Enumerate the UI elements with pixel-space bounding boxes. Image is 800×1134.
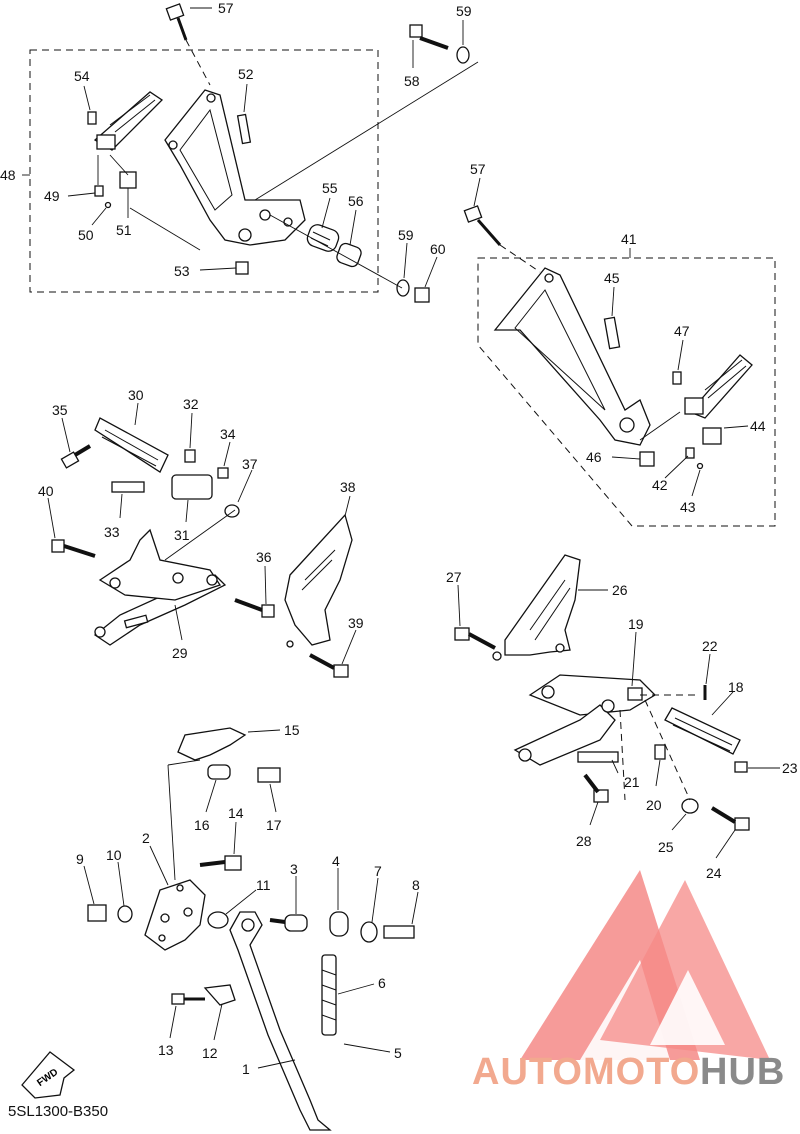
callout-22: 22 (702, 638, 718, 654)
callout-2: 2 (142, 830, 150, 846)
callout-17: 17 (266, 817, 282, 833)
callout-29: 29 (172, 645, 188, 661)
callout-59-mid: 59 (398, 227, 414, 243)
callout-48: 48 (0, 167, 16, 183)
callout-44: 44 (750, 418, 766, 434)
callout-49: 49 (44, 188, 60, 204)
callout-56: 56 (348, 193, 364, 209)
callout-58: 58 (404, 73, 420, 89)
right-footrest-assembly (454, 554, 750, 831)
callout-32: 32 (183, 396, 199, 412)
callout-25: 25 (658, 839, 674, 855)
callout-36: 36 (256, 549, 272, 565)
callout-39: 39 (348, 615, 364, 631)
callout-28: 28 (576, 833, 592, 849)
callout-57-right: 57 (470, 161, 486, 177)
callout-16: 16 (194, 817, 210, 833)
callout-50: 50 (78, 227, 94, 243)
diagram-code: 5SL1300-B350 (8, 1103, 108, 1120)
callout-27: 27 (446, 569, 462, 585)
callout-14: 14 (228, 805, 244, 821)
assembly-41-box (477, 257, 776, 527)
fwd-arrow-icon (21, 1051, 76, 1099)
callout-40: 40 (38, 483, 54, 499)
callout-21: 21 (624, 774, 640, 790)
callout-6: 6 (378, 975, 386, 991)
callout-46: 46 (586, 449, 602, 465)
callout-12: 12 (202, 1045, 218, 1061)
callout-8: 8 (412, 877, 420, 893)
callout-31: 31 (174, 527, 190, 543)
passenger-footrest-bracket-assembly (463, 205, 753, 470)
callout-43: 43 (680, 499, 696, 515)
callout-5: 5 (394, 1045, 402, 1061)
callout-54: 54 (74, 68, 90, 84)
callout-55: 55 (322, 180, 338, 196)
assembly-48-box (29, 49, 379, 293)
rider-footrest-bracket-assembly (87, 3, 479, 303)
callout-60: 60 (430, 241, 446, 257)
callout-59-top: 59 (456, 3, 472, 19)
callout-4: 4 (332, 853, 340, 869)
callout-9: 9 (76, 851, 84, 867)
callout-23: 23 (782, 760, 798, 776)
callout-26: 26 (612, 582, 628, 598)
callout-41: 41 (621, 231, 637, 247)
callout-15: 15 (284, 722, 300, 738)
callout-47: 47 (674, 323, 690, 339)
callout-18: 18 (728, 679, 744, 695)
callout-42: 42 (652, 477, 668, 493)
callout-53: 53 (174, 263, 190, 279)
callout-45: 45 (604, 270, 620, 286)
callout-7: 7 (374, 863, 382, 879)
left-footrest-assembly (51, 417, 353, 678)
callout-57-top: 57 (218, 0, 234, 16)
callout-24: 24 (706, 865, 722, 881)
watermark-word-a: AUTOMOTO (472, 1051, 700, 1093)
watermark-word-b: HUB (700, 1051, 785, 1093)
callout-35: 35 (52, 402, 68, 418)
callout-30: 30 (128, 387, 144, 403)
sidestand-assembly (87, 727, 415, 1131)
callout-11: 11 (256, 877, 271, 893)
callout-52: 52 (238, 66, 254, 82)
callout-1: 1 (242, 1061, 250, 1077)
callout-19: 19 (628, 616, 644, 632)
callout-20: 20 (646, 797, 662, 813)
callout-38: 38 (340, 479, 356, 495)
callout-51: 51 (116, 222, 132, 238)
callout-34: 34 (220, 426, 236, 442)
callout-3: 3 (290, 861, 298, 877)
callouts: 57 59 58 54 52 48 49 51 50 55 56 53 59 6… (0, 0, 798, 1077)
callout-13: 13 (158, 1042, 174, 1058)
callout-33: 33 (104, 524, 120, 540)
callout-37: 37 (242, 456, 258, 472)
watermark-logo (520, 870, 770, 1060)
callout-10: 10 (106, 847, 122, 863)
